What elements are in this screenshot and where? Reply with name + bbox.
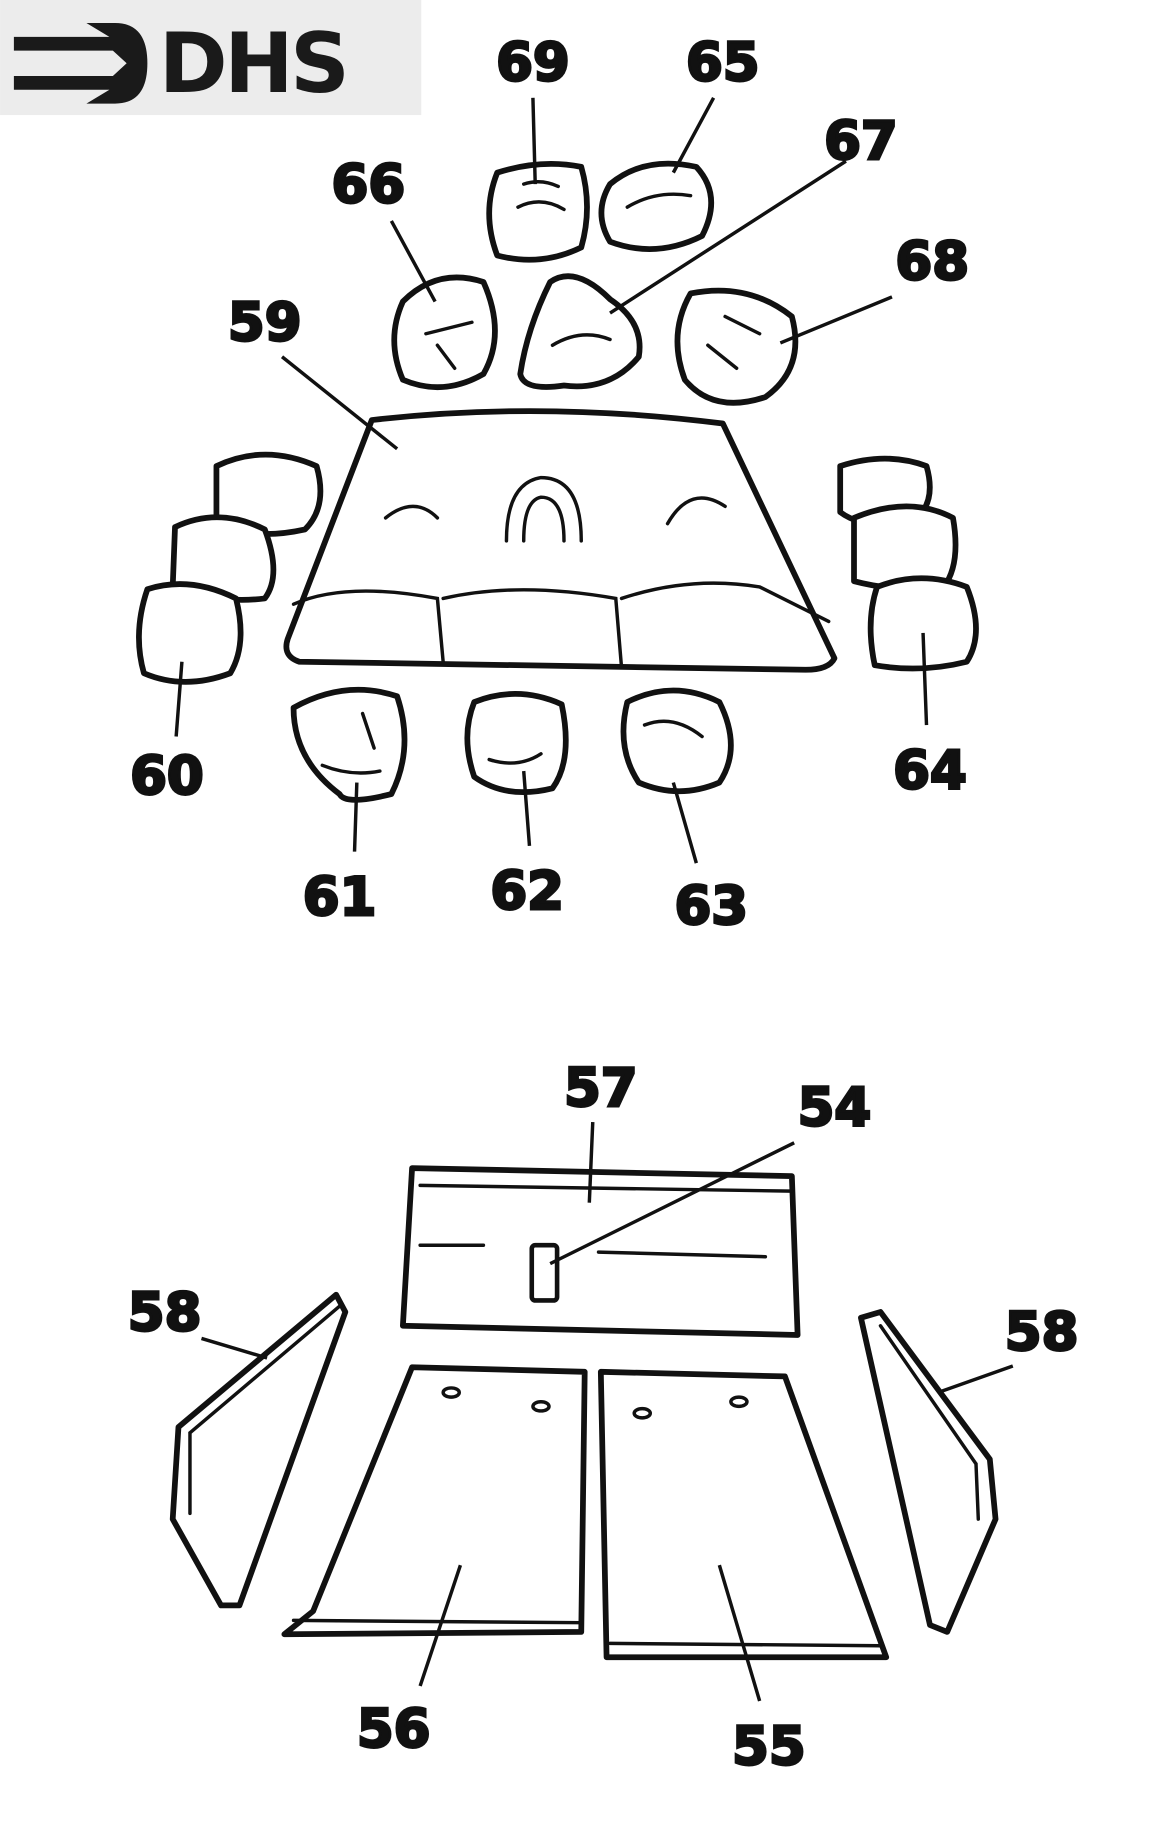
part-64-log xyxy=(867,575,979,672)
label-69: 69 xyxy=(496,33,570,94)
part-66-log xyxy=(391,274,498,391)
part-58-left-side-brick xyxy=(169,1291,349,1609)
label-56: 56 xyxy=(357,1699,431,1760)
part-54-baffle-slot xyxy=(529,1242,560,1303)
label-67: 67 xyxy=(824,111,898,172)
part-62-log xyxy=(464,691,569,796)
arrow-logo-icon xyxy=(13,23,148,104)
label-68: 68 xyxy=(895,232,969,293)
part-59-log-set xyxy=(283,408,838,673)
part-58-right-side-brick xyxy=(858,1309,999,1635)
logo-text: DHS xyxy=(159,15,346,112)
label-65: 65 xyxy=(686,33,760,94)
label-55: 55 xyxy=(732,1716,806,1777)
part-56-floor-brick xyxy=(281,1364,588,1638)
leader-lines xyxy=(174,97,1014,1702)
label-57: 57 xyxy=(564,1058,638,1119)
dhs-logo: DHS xyxy=(0,0,422,116)
part-55-floor-brick xyxy=(597,1368,890,1661)
part-67-log xyxy=(517,273,643,390)
part-61-log xyxy=(290,686,408,803)
label-64: 64 xyxy=(893,740,967,801)
part-60-log xyxy=(136,581,244,685)
label-63: 63 xyxy=(674,876,748,937)
label-58-left: 58 xyxy=(128,1282,202,1343)
label-61: 61 xyxy=(303,867,377,928)
label-59: 59 xyxy=(228,293,302,354)
label-58-right: 58 xyxy=(1005,1302,1079,1363)
label-54: 54 xyxy=(798,1078,872,1139)
part-69-log xyxy=(486,161,590,263)
part-64-log-middle xyxy=(851,503,959,592)
label-60: 60 xyxy=(130,746,204,807)
label-66: 66 xyxy=(332,155,406,216)
part-65-log xyxy=(598,160,715,252)
part-68-log xyxy=(674,287,799,406)
part-63-log xyxy=(620,687,734,795)
label-62: 62 xyxy=(490,861,564,922)
